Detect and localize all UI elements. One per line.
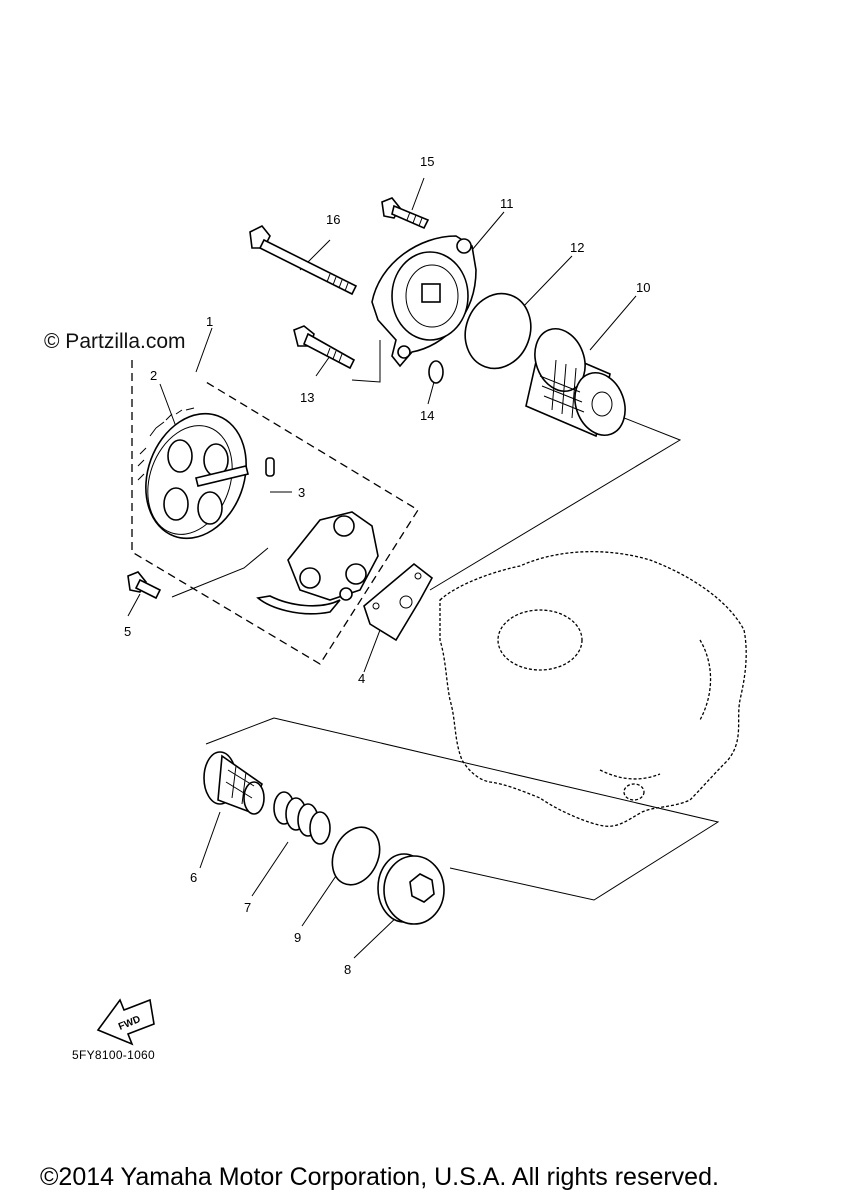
part-2-pump-gear (137, 407, 249, 540)
part-13-bolt (293, 325, 356, 370)
part-15-short-bolt (381, 197, 430, 230)
callout-12: 12 (570, 240, 584, 255)
callout-10: 10 (636, 280, 650, 295)
part-7-spring (273, 791, 331, 845)
crankcase-inner-detail (599, 639, 712, 780)
part-8-drain-plug (377, 853, 445, 925)
callout-13: 13 (300, 390, 314, 405)
part-16-long-bolt (249, 224, 358, 296)
callout-2: 2 (150, 368, 157, 383)
callout-7: 7 (244, 900, 251, 915)
part-14-small-o-ring (428, 360, 444, 384)
part-6-oil-strainer (203, 751, 265, 815)
callout-11: 11 (500, 196, 514, 211)
callout-4: 4 (358, 671, 365, 686)
callout-16: 16 (326, 212, 340, 227)
fwd-arrow-icon: FWD (96, 998, 155, 1046)
leader-lines (127, 177, 720, 959)
part-5-screw (127, 571, 162, 600)
part-12-o-ring (464, 292, 532, 370)
callout-3: 3 (298, 485, 305, 500)
part-4-gasket (363, 562, 434, 642)
pump-body (256, 511, 379, 615)
part-10-oil-filter (525, 328, 626, 438)
partzilla-watermark: © Partzilla.com (44, 330, 186, 353)
drain-boss (623, 783, 645, 801)
copyright-footer: ©2014 Yamaha Motor Corporation, U.S.A. A… (40, 1163, 719, 1191)
crankcase-outline (439, 551, 747, 827)
crankcase-bore (497, 609, 583, 671)
callout-15: 15 (420, 154, 434, 169)
part-11-filter-cover (371, 235, 477, 368)
callout-6: 6 (190, 870, 197, 885)
callout-5: 5 (124, 624, 131, 639)
callout-8: 8 (344, 962, 351, 977)
callout-1: 1 (206, 314, 213, 329)
callout-9: 9 (294, 930, 301, 945)
part-9-o-ring (331, 826, 381, 886)
assembly-dashed-outline (131, 360, 419, 665)
diagram-code: 5FY8100-1060 (72, 1048, 155, 1062)
part-3-dowel-pin (265, 457, 275, 477)
callout-14: 14 (420, 408, 434, 423)
